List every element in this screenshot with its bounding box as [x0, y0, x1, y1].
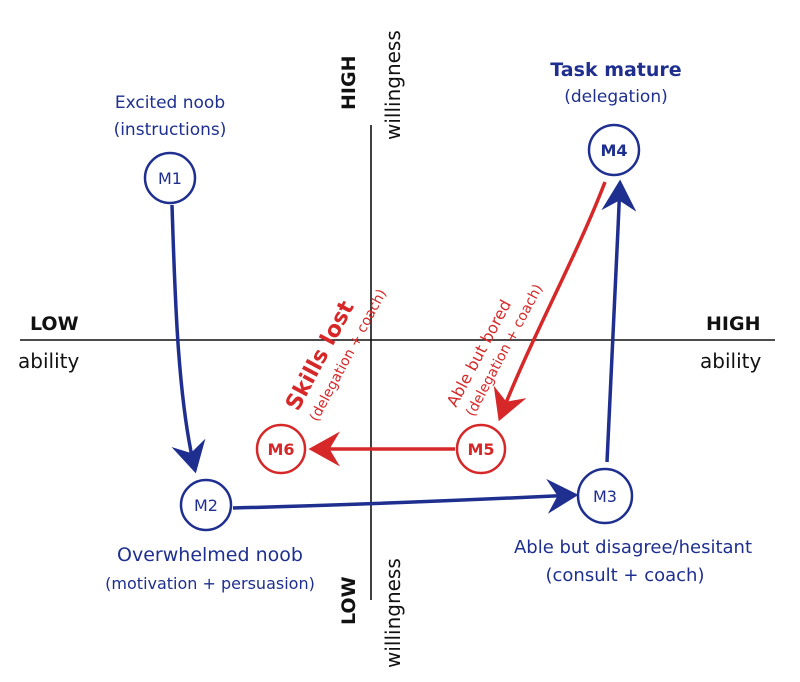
node-m1: M1: [143, 151, 197, 205]
m2-subtitle: (motivation + persuasion): [105, 574, 315, 593]
x-low-label: LOW: [30, 313, 79, 335]
arrow-m4-to-m5: [493, 181, 607, 422]
m3-title: Able but disagree/hesitant: [514, 537, 752, 558]
x-low-sub-label: ability: [18, 349, 79, 373]
node-m4-label: M4: [600, 141, 627, 160]
node-m6: M6: [255, 423, 307, 475]
m1-subtitle: (instructions): [114, 120, 227, 140]
arrow-m2-to-m3: [232, 478, 579, 514]
y-high-sub-label: willingness: [381, 30, 405, 140]
x-high-label: HIGH: [706, 313, 760, 335]
node-m3-label: M3: [593, 487, 617, 506]
node-m4: M4: [587, 123, 641, 177]
x-high-sub-label: ability: [700, 349, 761, 373]
m4-title: Task mature: [550, 59, 681, 81]
m6-caption: Skills lost (delegation + coach): [281, 287, 390, 425]
arrow-m3-to-m4: [601, 179, 637, 463]
m3-subtitle: (consult + coach): [546, 565, 705, 586]
y-low-label: LOW: [338, 576, 360, 625]
node-m6-label: M6: [267, 440, 294, 459]
node-m3: M3: [576, 467, 634, 525]
node-m5-label: M5: [467, 440, 494, 459]
arrow-m1-to-m2: [170, 204, 206, 474]
y-high-label: HIGH: [338, 56, 360, 110]
node-m1-label: M1: [158, 169, 182, 188]
y-low-sub-label: willingness: [381, 558, 405, 668]
node-m2-label: M2: [194, 496, 218, 515]
node-m5: M5: [455, 423, 507, 475]
m2-title: Overwhelmed noob: [117, 544, 303, 566]
m1-title: Excited noob: [115, 93, 225, 113]
node-m2: M2: [179, 478, 233, 532]
m4-subtitle: (delegation): [564, 87, 667, 107]
